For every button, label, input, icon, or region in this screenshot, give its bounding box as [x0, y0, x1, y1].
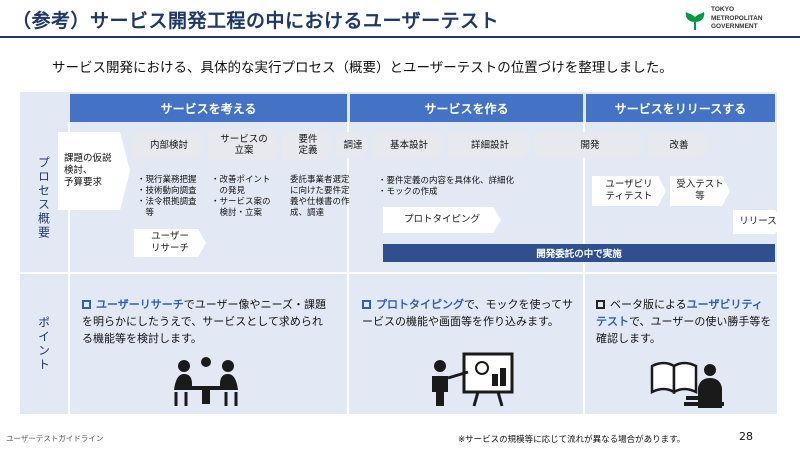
- note-design: ・要件定義の内容を具体化、詳細化 ・モックの作成: [378, 176, 515, 197]
- bullet-square-icon: [596, 300, 605, 309]
- box-usability-test: ユーザビリ ティテスト: [592, 176, 666, 206]
- point-text: で、モックを使ってサービスの機能や画面等を作り込みます。: [362, 298, 574, 328]
- point-text: で、ユーザーの使い勝手等を確認します。: [596, 315, 772, 345]
- logo-wordmark: TOKYO METROPOLITAN GOVERNMENT: [711, 6, 763, 32]
- row-label-process: プロセス概要: [36, 156, 51, 240]
- point-highlight: ユーザビリティテスト: [596, 298, 763, 328]
- footer-note: ※サービスの規模等に応じて流れが異なる場合があります。: [458, 435, 686, 445]
- step-detail-design: 詳細設計: [448, 132, 532, 158]
- presentation-board-icon: [432, 352, 514, 407]
- column-header-build: サービスを作る: [350, 94, 583, 122]
- step-hypothesis: 課題の仮説 検討、 予算要求: [58, 132, 130, 210]
- logo-line: TOKYO: [711, 6, 734, 13]
- box-prototyping: プロトタイピング: [383, 207, 501, 233]
- note-internal: ・現行業務把握 ・技術動向調査 ・法令根拠調査 等: [137, 175, 197, 218]
- meeting-people-icon: [174, 357, 238, 406]
- column-divider: [68, 122, 70, 414]
- title-divider: [0, 36, 800, 38]
- vendor-bar: 開発委託の中で実施: [383, 244, 775, 262]
- step-basic-design: 基本設計: [372, 132, 446, 158]
- page-title: （参考）サービス開発工程の中におけるユーザーテスト: [12, 10, 500, 32]
- note-concept: ・改善ポイント の発見 ・サービス案の 検討・立案: [211, 175, 271, 218]
- column-divider: [347, 122, 349, 414]
- point-text: でユーザー像やニーズ・課題を明らかにしたうえで、サービスとして求められる機能等を…: [82, 298, 327, 345]
- step-concept: サービスの 立案: [208, 130, 280, 160]
- point-build: プロトタイピングで、モックを使ってサービスの機能や画面等を作り込みます。: [362, 296, 576, 330]
- step-improvement: 改善: [648, 132, 710, 158]
- page-subtitle: サービス開発における、具体的な実行プロセス（概要）とユーザーテストの位置づけを整…: [52, 60, 673, 76]
- point-think: ユーザーリサーチでユーザー像やニーズ・課題を明らかにしたうえで、サービスとして求…: [82, 296, 332, 347]
- ginkgo-leaf-icon: [685, 12, 705, 30]
- box-acceptance-test: 受入テスト 等: [670, 176, 730, 206]
- box-release: リリース: [733, 210, 783, 234]
- column-divider: [583, 122, 585, 414]
- point-highlight: ユーザーリサーチ: [96, 298, 184, 311]
- point-highlight: プロトタイピング: [376, 298, 464, 311]
- row-divider: [20, 272, 777, 274]
- step-requirements: 要件 定義: [282, 130, 334, 160]
- person-reading-icon: [650, 361, 724, 408]
- note-requirements: 委託事業者選定 に向けた要件定 義や仕様書の作 成、調達: [290, 175, 350, 218]
- bullet-square-icon: [82, 300, 91, 309]
- page-number: 28: [739, 430, 753, 443]
- logo-line: METROPOLITAN: [711, 14, 763, 22]
- logo-line: GOVERNMENT: [711, 23, 758, 30]
- box-user-research: ユーザー リサーチ: [134, 229, 206, 257]
- point-release: ベータ版によるユーザビリティテストで、ユーザーの使い勝手等を確認します。: [596, 296, 772, 347]
- bullet-square-icon: [362, 300, 371, 309]
- point-prefix: ベータ版による: [610, 298, 687, 311]
- step-internal-review: 内部検討: [132, 132, 206, 158]
- row-label-points: ポイント: [36, 316, 51, 372]
- footer-guideline-name: ユーザーテストガイドライン: [6, 434, 104, 443]
- column-header-think: サービスを考える: [70, 94, 347, 122]
- step-development: 開発: [534, 132, 646, 158]
- column-header-release: サービスをリリースする: [586, 94, 775, 122]
